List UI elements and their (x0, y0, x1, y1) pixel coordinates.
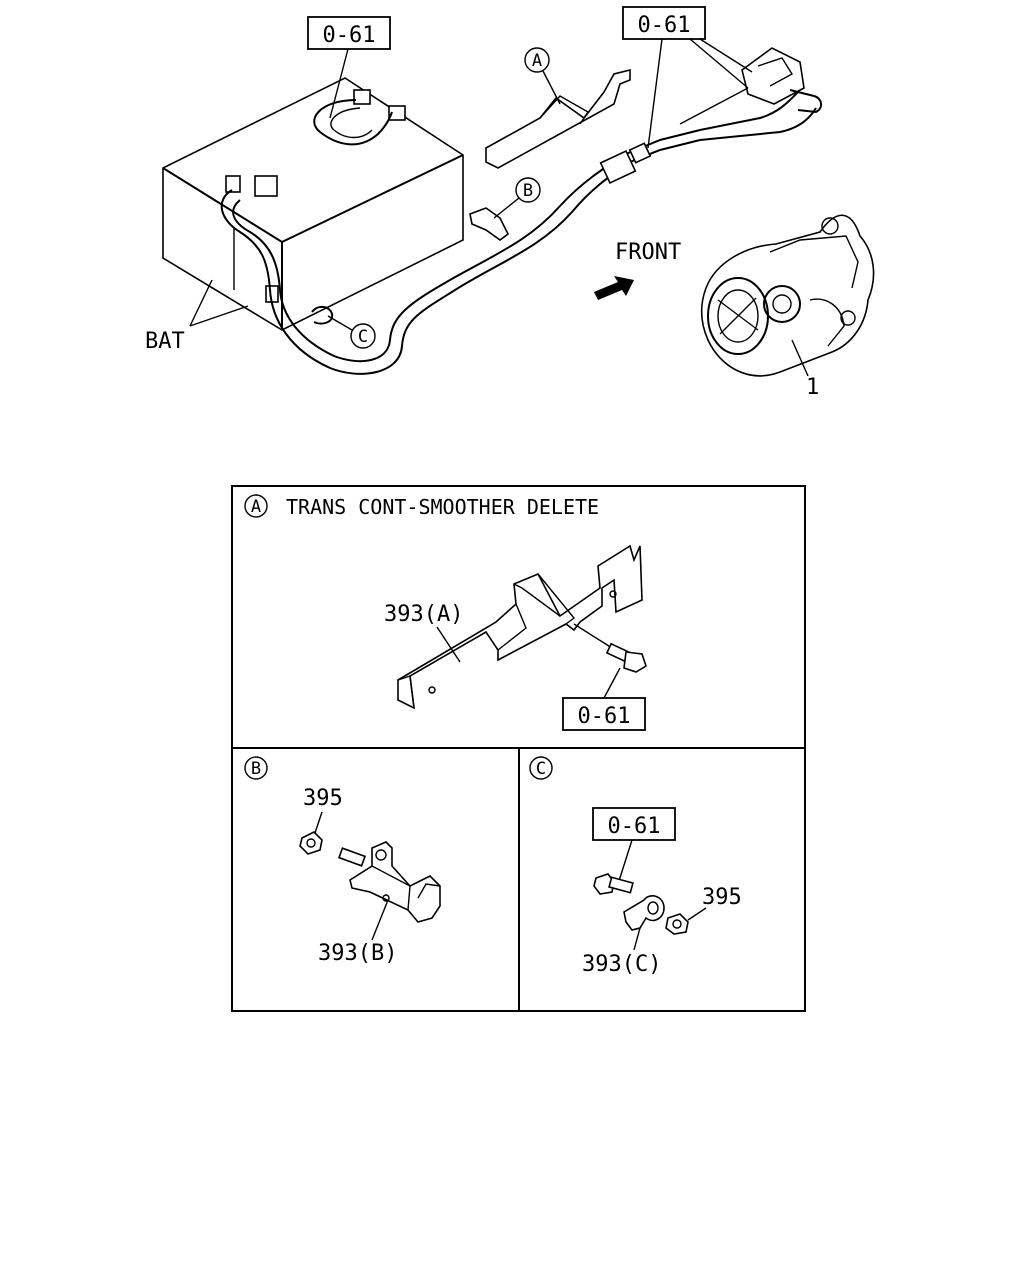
front-arrow-icon (594, 276, 634, 300)
overview-section (162, 47, 875, 377)
panel-a-ref-label: 0-61 (578, 704, 631, 729)
bracket-a-overview (485, 68, 631, 169)
stud-icon (337, 847, 367, 867)
front-label: FRONT (615, 240, 681, 265)
panel-a-title: TRANS CONT-SMOOTHER DELETE (286, 495, 599, 519)
panel-c-marker (529, 756, 553, 780)
part-393c-label: 393(C) (582, 952, 661, 977)
ref-box-top-right[interactable] (622, 6, 706, 40)
battery-cable (220, 91, 817, 375)
panel-c-ref-box[interactable] (592, 807, 676, 841)
starter-terminal (741, 47, 822, 114)
ref-label-top-right: 0-61 (638, 13, 691, 38)
panel-b-marker-label: B (251, 759, 261, 779)
nut-icon (665, 913, 689, 935)
part-393b-label: 393(B) (318, 941, 397, 966)
detail-b-marker[interactable] (515, 177, 541, 203)
panel-b-marker (244, 756, 268, 780)
part-395-c-label: 395 (702, 885, 742, 910)
panel-a-marker-label: A (251, 497, 261, 517)
bolt-icon (573, 623, 647, 673)
ref-label-top-left: 0-61 (323, 23, 376, 48)
detail-b-label: B (523, 181, 533, 201)
battery-label: BAT (145, 329, 185, 354)
ref-box-top-left[interactable] (307, 16, 391, 50)
overview-callouts: 0-61 0-61 A B C FRONT BAT 1 (145, 6, 819, 400)
detail-a-label: A (532, 51, 542, 71)
part-395-b-label: 395 (303, 786, 343, 811)
detail-a-marker[interactable] (524, 47, 550, 73)
nut-icon (299, 831, 323, 855)
panel-a: A TRANS CONT-SMOOTHER DELETE 393(A) 0-61 (244, 494, 647, 731)
bolt-icon (593, 873, 634, 895)
part-393a-label: 393(A) (384, 602, 463, 627)
bracket-393a-icon (397, 544, 643, 710)
bracket-393b-icon (349, 841, 441, 923)
panel-c-marker-label: C (536, 759, 546, 779)
panel-c: C 0-61 395 393(C) (529, 756, 742, 977)
panel-c-ref-label: 0-61 (608, 814, 661, 839)
detail-panels (231, 485, 806, 1012)
battery-icon (162, 77, 464, 331)
bracket-b-overview (469, 207, 510, 241)
panel-b: B 395 393(B) (244, 756, 441, 966)
part-1-label: 1 (806, 375, 819, 400)
panel-a-ref-box[interactable] (562, 697, 646, 731)
detail-c-label: C (358, 327, 368, 347)
detail-c-marker[interactable] (350, 323, 376, 349)
bracket-393c-icon (623, 895, 665, 931)
panel-a-marker (244, 494, 268, 518)
starter-motor-icon (700, 214, 875, 377)
